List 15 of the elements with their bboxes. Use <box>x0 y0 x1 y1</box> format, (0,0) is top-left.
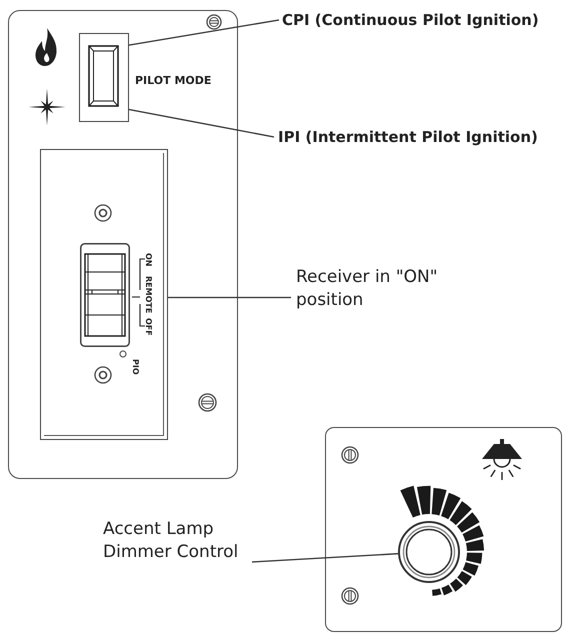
switch-label: PILOT MODE <box>135 74 212 87</box>
receiver-plate <box>40 149 168 440</box>
leader-line <box>168 296 291 298</box>
switch-position-label: ON <box>144 253 152 266</box>
leader-line <box>252 553 398 563</box>
leader-line <box>128 108 274 138</box>
indicator-label: PIO <box>131 359 139 375</box>
callout-text: Accent Lamp Dimmer Control <box>103 518 245 564</box>
switch-position-label: REMOTE <box>144 276 152 314</box>
pilot-mode-switch <box>79 33 129 122</box>
callout-text: Receiver in "ON" position <box>296 266 448 312</box>
callout-text: CPI (Continuous Pilot Ignition) <box>282 11 539 29</box>
switch-position-label: OFF <box>144 318 152 336</box>
callout-text: IPI (Intermittent Pilot Ignition) <box>278 128 538 146</box>
leader-line <box>128 19 280 46</box>
